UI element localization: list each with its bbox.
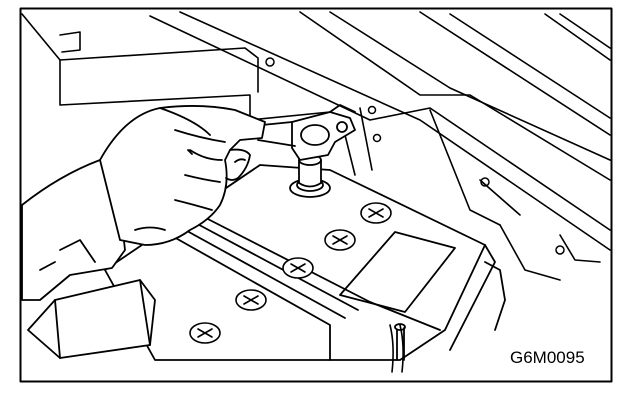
cell-cap	[189, 322, 221, 344]
figure-frame	[19, 7, 613, 383]
cell-cap	[360, 202, 392, 224]
figure-code: G6M0095	[510, 348, 585, 367]
cell-cap	[282, 257, 314, 279]
battery-hose	[389, 324, 404, 373]
terminal-clamp	[257, 104, 356, 161]
cell-cap	[235, 289, 267, 311]
panel-bolts	[265, 57, 565, 255]
battery-terminal-post	[289, 154, 331, 198]
technician-hand	[21, 105, 266, 301]
sleeve-cuff	[27, 279, 156, 359]
cell-cap	[324, 229, 356, 251]
cell-caps	[189, 202, 392, 344]
